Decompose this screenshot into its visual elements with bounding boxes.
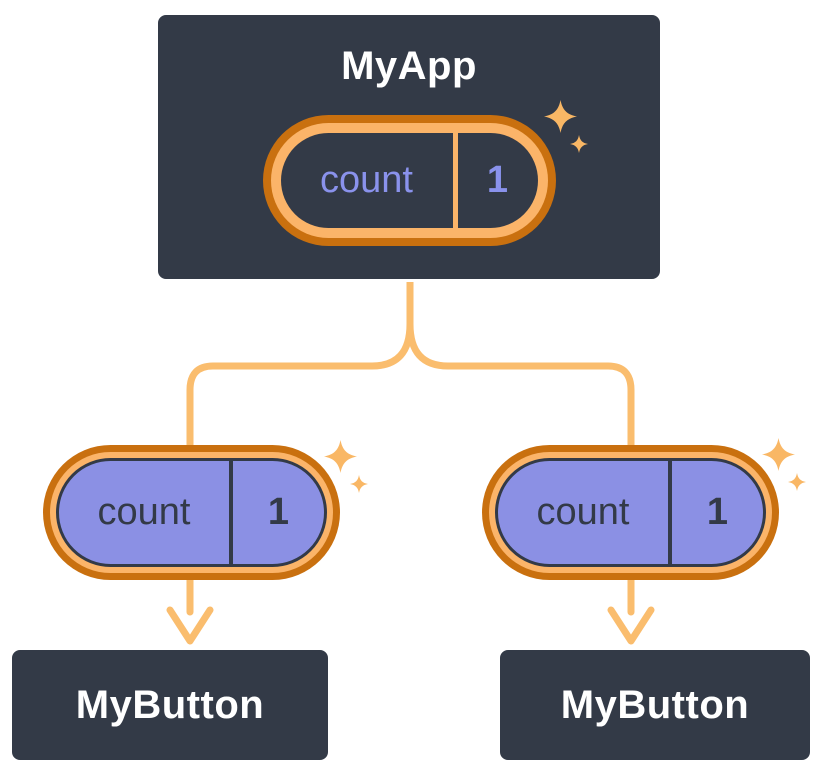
component-node-mybutton-left: MyButton — [9, 647, 331, 763]
prop-pill-core: count 1 — [56, 458, 327, 567]
prop-pill-inner-ring: count 1 — [50, 452, 333, 573]
prop-name: count — [536, 491, 630, 533]
prop-pill-core: count 1 — [495, 458, 766, 567]
state-name: count — [320, 159, 413, 201]
state-pill: count 1 — [262, 115, 556, 246]
pill-divider — [668, 461, 672, 564]
sparkle-icon — [324, 440, 368, 493]
component-title: MyButton — [560, 683, 750, 727]
component-title: MyButton — [75, 683, 265, 727]
component-title: MyApp — [341, 44, 477, 88]
pill-divider — [229, 461, 233, 564]
sparkle-icon — [762, 438, 806, 491]
arrow-down-right-icon — [607, 606, 655, 645]
pill-divider — [452, 133, 458, 228]
prop-name: count — [97, 491, 191, 533]
prop-value: 1 — [706, 491, 729, 533]
connector-right-branch — [406, 320, 635, 616]
state-pill-inner-ring: count 1 — [270, 123, 548, 238]
state-pill-core: count 1 — [280, 133, 538, 228]
prop-pill-inner-ring: count 1 — [489, 452, 772, 573]
state-value: 1 — [486, 159, 509, 201]
prop-value: 1 — [267, 491, 290, 533]
component-node-mybutton-right: MyButton — [497, 647, 813, 763]
prop-pill-right: count 1 — [482, 445, 779, 580]
prop-pill-left: count 1 — [43, 445, 340, 580]
arrow-down-left-icon — [166, 606, 214, 645]
sparkle-icon — [544, 100, 588, 153]
connector-left-branch — [186, 320, 414, 616]
component-node-myapp: MyApp count 1 — [155, 12, 663, 282]
